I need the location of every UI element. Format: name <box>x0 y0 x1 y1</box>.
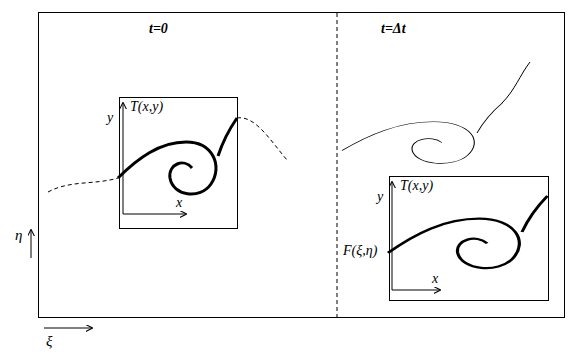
field-label: F(ξ,η) <box>343 243 377 259</box>
axis-label: ξ <box>46 333 52 350</box>
interface-extension <box>237 118 287 160</box>
axis-label: y <box>107 110 113 126</box>
x-axis-arrow <box>123 214 186 215</box>
advected-interface <box>502 62 530 103</box>
xi-axis-arrow <box>44 328 92 329</box>
template-window: T(x,y)yx <box>119 97 238 229</box>
axis-label: η <box>15 227 22 244</box>
y-axis-arrow <box>123 103 124 214</box>
axis-label: y <box>377 189 383 205</box>
x-axis-arrow <box>392 290 440 291</box>
frame-region: t=0t=ΔtF(ξ,η)T(x,y)yxT(x,y)yx <box>38 12 565 318</box>
axis-label: x <box>432 271 438 287</box>
eta-axis-arrow <box>31 230 32 258</box>
template-window: T(x,y)yx <box>389 176 549 301</box>
y-axis-arrow <box>392 182 393 290</box>
template-vortex <box>388 196 547 268</box>
time-divider <box>337 13 338 317</box>
template-vortex <box>118 118 237 194</box>
template-label: T(x,y) <box>400 178 433 194</box>
time-label: t=0 <box>149 21 168 37</box>
time-label: t=Δt <box>381 21 406 37</box>
interface-extension <box>48 178 118 192</box>
template-label: T(x,y) <box>130 99 163 115</box>
advected-vortex <box>342 103 503 164</box>
axis-label: x <box>176 195 182 211</box>
